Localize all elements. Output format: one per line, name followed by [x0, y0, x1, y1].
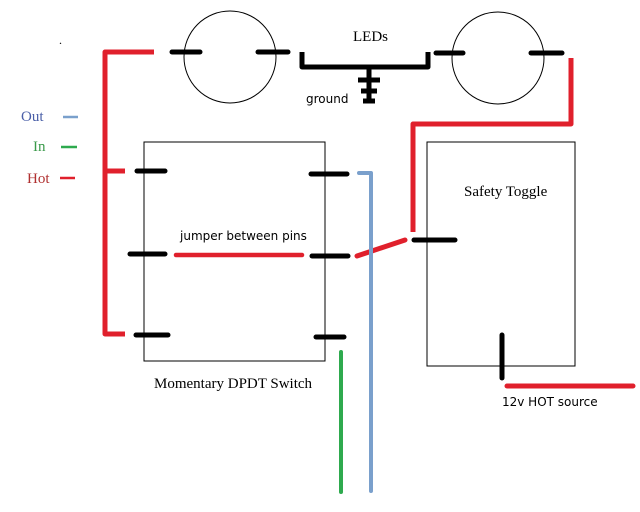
hot-wire-left-bracket	[102, 49, 154, 337]
stray-dot: .	[59, 33, 62, 47]
hot-source-label: 12v HOT source	[502, 395, 598, 409]
led-right-body	[451, 11, 545, 105]
led-right	[433, 11, 565, 105]
led-left-body	[183, 10, 277, 104]
hot-wire-toggle-to-switch	[354, 237, 408, 259]
ground-label: ground	[306, 92, 348, 106]
legend-hot-label: Hot	[27, 171, 50, 187]
safety-toggle-label: Safety Toggle	[464, 184, 548, 200]
legend-out-label: Out	[21, 109, 44, 125]
dpdt-switch	[127, 141, 351, 362]
dpdt-switch-label: Momentary DPDT Switch	[154, 376, 313, 392]
jumper-label: jumper between pins	[179, 229, 307, 243]
leds-label: LEDs	[353, 29, 388, 45]
ground-bus-wire	[299, 52, 431, 70]
hot-wire-led-to-toggle	[410, 58, 574, 232]
legend-in-label: In	[33, 139, 46, 155]
safety-toggle	[411, 141, 576, 381]
out-wire	[357, 171, 373, 493]
led-left	[169, 10, 291, 104]
safety-toggle-body	[426, 141, 576, 367]
legend: Out In Hot	[21, 109, 78, 187]
dpdt-switch-body	[143, 141, 326, 362]
